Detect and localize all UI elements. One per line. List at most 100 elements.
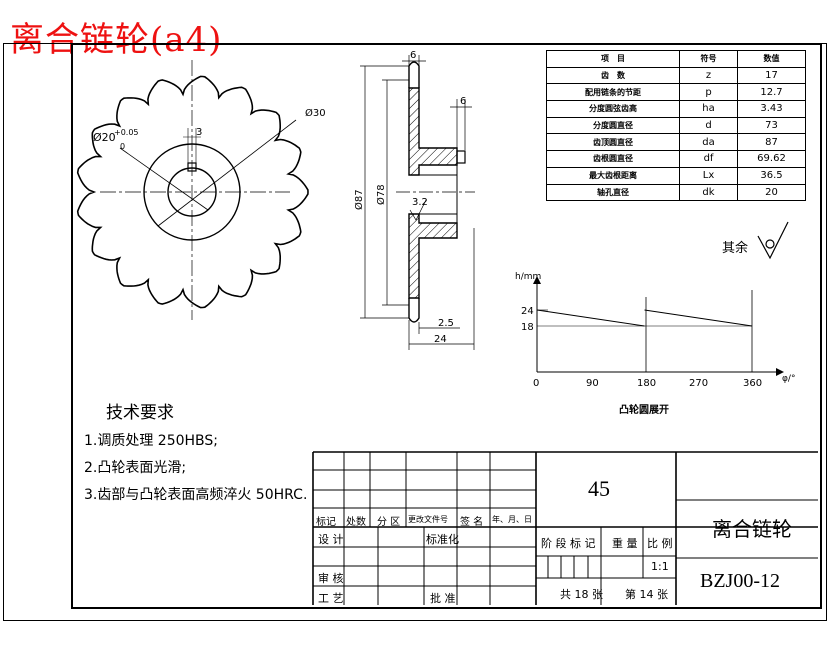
scale-value: 1:1 <box>651 560 669 573</box>
param-name: 分度圆弦齿高 <box>546 100 680 118</box>
rev-header-docno: 更改文件号 <box>408 515 448 524</box>
cam-series-2 <box>644 309 753 327</box>
param-symbol: p <box>679 83 738 102</box>
dim-hub: Ø30 <box>305 107 326 119</box>
row-standard: 标准化 <box>426 533 459 546</box>
params-header-symbol: 符号 <box>679 50 738 68</box>
param-name: 齿 数 <box>546 66 680 85</box>
stage-label: 阶 段 标 记 <box>541 537 596 550</box>
chart-ylabel: h/mm <box>515 272 541 282</box>
dim-tooth: 2.5 <box>438 318 454 329</box>
chart-xlabel: φ/° <box>782 374 795 384</box>
hub-step <box>456 150 466 164</box>
dim-pitch: Ø78 <box>375 184 387 205</box>
chart-xtick-360: 360 <box>743 378 762 389</box>
param-name: 齿根圆直径 <box>546 150 680 168</box>
row-design: 设 计 <box>318 533 344 546</box>
chart-caption: 凸轮圆展开 <box>619 403 669 416</box>
cam-chart <box>533 276 784 376</box>
drawing-title: 离合链轮(a4) <box>10 20 223 60</box>
param-value: 69.62 <box>737 150 806 168</box>
rev-header-count: 处数 <box>346 517 366 528</box>
leader-bore <box>119 147 209 211</box>
roughness-value: 3.2 <box>412 197 428 208</box>
section-dims <box>360 55 475 350</box>
param-value: 20 <box>737 183 806 202</box>
param-symbol: dk <box>679 183 738 202</box>
rev-header-mark: 标记 <box>316 517 336 528</box>
chart-xtick-0: 0 <box>533 378 539 389</box>
dim-total: 24 <box>434 334 447 345</box>
requirement-item: 3.齿部与凸轮表面高频淬火 50HRC. <box>84 487 308 503</box>
dim-bore-tol-lower: 0 <box>120 142 125 151</box>
param-value: 3.43 <box>737 100 806 118</box>
chart-ytick-18: 18 <box>521 322 534 333</box>
rev-header-zone: 分 区 <box>377 517 401 528</box>
dim-bore: Ø20 <box>93 131 116 144</box>
params-header-item: 项 目 <box>546 50 680 68</box>
chart-xtick-270: 270 <box>689 378 708 389</box>
param-value: 73 <box>737 116 806 135</box>
param-value: 87 <box>737 133 806 152</box>
row-review: 审 核 <box>318 572 344 585</box>
sheet-number: 第 14 张 <box>625 588 668 601</box>
roughness-note-label: 其余 <box>722 240 748 256</box>
chart-xtick-180: 180 <box>637 378 656 389</box>
tooth-top <box>408 61 420 88</box>
param-name: 配用链条的节距 <box>546 83 680 102</box>
cam-series-1 <box>536 309 645 327</box>
row-process: 工 艺 <box>318 592 344 605</box>
params-header-value: 数值 <box>737 50 806 68</box>
part-name: 离合链轮 <box>712 517 792 541</box>
param-symbol: da <box>679 133 738 152</box>
rev-header-date: 年、月、日 <box>492 515 532 524</box>
row-approve: 批 准 <box>430 592 456 605</box>
chart-xtick-90: 90 <box>586 378 599 389</box>
param-symbol: df <box>679 150 738 168</box>
param-symbol: ha <box>679 100 738 118</box>
param-symbol: z <box>679 66 738 85</box>
section-view <box>408 61 466 323</box>
param-symbol: d <box>679 116 738 135</box>
param-symbol: Lx <box>679 166 738 185</box>
material-value: 45 <box>588 476 610 501</box>
chart-ytick-24: 24 <box>521 306 534 317</box>
param-name: 齿顶圆直径 <box>546 133 680 152</box>
section-upper-hatch <box>408 87 458 176</box>
drawing-frame <box>71 43 822 609</box>
param-value: 12.7 <box>737 83 806 102</box>
requirement-item: 1.调质处理 250HBS; <box>84 433 219 449</box>
title-block-grid <box>312 451 818 605</box>
dim-od: Ø87 <box>353 189 365 210</box>
param-name: 分度圆直径 <box>546 116 680 135</box>
param-name: 轴孔直径 <box>546 183 680 202</box>
scale-label: 比 例 <box>647 537 673 550</box>
param-value: 17 <box>737 66 806 85</box>
dim-bore-tol-upper: +0.05 <box>114 128 139 137</box>
roughness-symbol <box>757 221 789 260</box>
param-name: 最大齿根距离 <box>546 166 680 185</box>
drawing-number: BZJ00-12 <box>700 570 780 592</box>
weight-label: 重 量 <box>612 537 638 550</box>
requirements-title: 技术要求 <box>106 403 174 423</box>
sprocket-outline <box>76 75 309 309</box>
requirement-item: 2.凸轮表面光滑; <box>84 460 187 476</box>
dim-keyway: 3 <box>196 127 202 138</box>
dim-hub-width: 6 <box>460 96 466 107</box>
sheets-total: 共 18 张 <box>560 588 603 601</box>
roughness-mark-small <box>409 199 427 221</box>
front-view <box>76 60 309 320</box>
param-value: 36.5 <box>737 166 806 185</box>
params-header-row: 项 目 符号 数值 <box>546 50 806 68</box>
leader-hub <box>157 119 297 227</box>
